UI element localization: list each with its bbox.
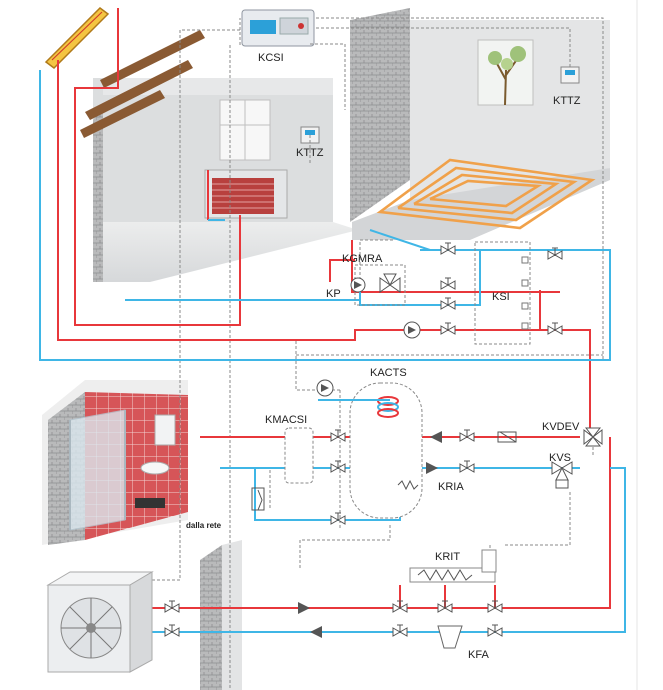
label-dalla-rete: dalla rete: [186, 521, 222, 530]
outdoor-heat-pump: [46, 571, 154, 673]
radiator: [204, 169, 288, 219]
valves: [164, 242, 563, 637]
label-kcsi: KCSI: [258, 52, 284, 64]
circulation-pump-arrow: [408, 326, 416, 334]
wall-section: [200, 545, 222, 690]
label-kfa: KFA: [468, 649, 489, 661]
flow-arrow-hot: [430, 431, 442, 443]
relief-valve: [257, 489, 263, 511]
label-kvs: KVS: [549, 452, 571, 464]
kp-pump-arrow: [354, 281, 362, 289]
flow-arrow-bottom-hot: [298, 602, 310, 614]
tank-pump-arrow: [321, 384, 329, 392]
kmacsi-module: [284, 427, 314, 484]
label-kvdev: KVDEV: [542, 421, 580, 433]
bathroom: [42, 380, 188, 545]
kttz-thermostat-bedroom: [560, 66, 580, 84]
window-living: [219, 99, 271, 161]
kcsi-controller: [241, 9, 315, 47]
relief-valve-body: [251, 487, 265, 511]
krit-heater: [409, 549, 497, 583]
label-kgmra: KGMRA: [342, 253, 383, 265]
roof-beams: [80, 30, 205, 138]
kvdev-valve: [583, 427, 603, 447]
solar-panel: [44, 7, 110, 69]
kria-heater: [397, 479, 419, 491]
check-valve: [499, 431, 517, 443]
check-valve-body: [497, 431, 517, 443]
window-bedroom: [477, 39, 534, 106]
floor-heating-coil: [376, 158, 596, 230]
kvs-valve: [551, 461, 573, 489]
kgmra-valve: [379, 273, 401, 293]
ksi-module: [474, 241, 531, 345]
ksi-ports: [521, 256, 529, 330]
label-kmacsi: KMACSI: [265, 414, 307, 426]
flow-arrow-bottom-cold: [310, 626, 322, 638]
flow-arrow-cold: [426, 462, 438, 474]
label-krit: KRIT: [435, 551, 460, 563]
label-kp: KP: [326, 288, 341, 300]
label-kttz-bedroom: KTTZ: [553, 95, 581, 107]
kfa-filter: [437, 625, 463, 649]
label-kacts: KACTS: [370, 367, 407, 379]
wall-face: [222, 540, 242, 690]
label-ksi: KSI: [492, 291, 510, 303]
label-kria: KRIA: [438, 481, 464, 493]
